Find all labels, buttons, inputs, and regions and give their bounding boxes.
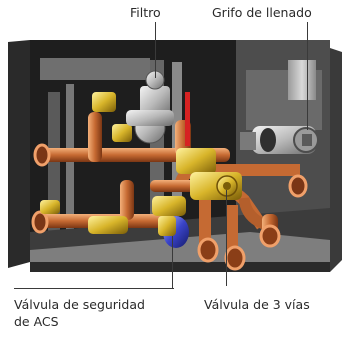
three-way-valve-label: Válvula de 3 vías bbox=[204, 297, 310, 312]
fill-tap-illustration bbox=[240, 126, 319, 154]
fill-tap-leader-line bbox=[307, 22, 308, 130]
safety-valve-label-line2: de ACS bbox=[14, 314, 59, 329]
safety-valve-underline bbox=[14, 288, 174, 289]
filter-leader-line bbox=[155, 22, 156, 78]
dhw-safety-valve-illustration bbox=[158, 216, 189, 248]
safety-valve-leader-line bbox=[172, 236, 173, 288]
filter-label: Filtro bbox=[130, 5, 161, 20]
three-way-valve-leader-line bbox=[226, 190, 227, 286]
three-way-valve-illustration bbox=[216, 175, 238, 197]
fill-tap-label: Grifo de llenado bbox=[212, 5, 312, 20]
brass-fittings bbox=[40, 92, 242, 234]
pipe-ends bbox=[31, 143, 308, 271]
safety-valve-label-line1: Válvula de seguridad bbox=[14, 297, 145, 312]
red-lever bbox=[185, 92, 190, 146]
